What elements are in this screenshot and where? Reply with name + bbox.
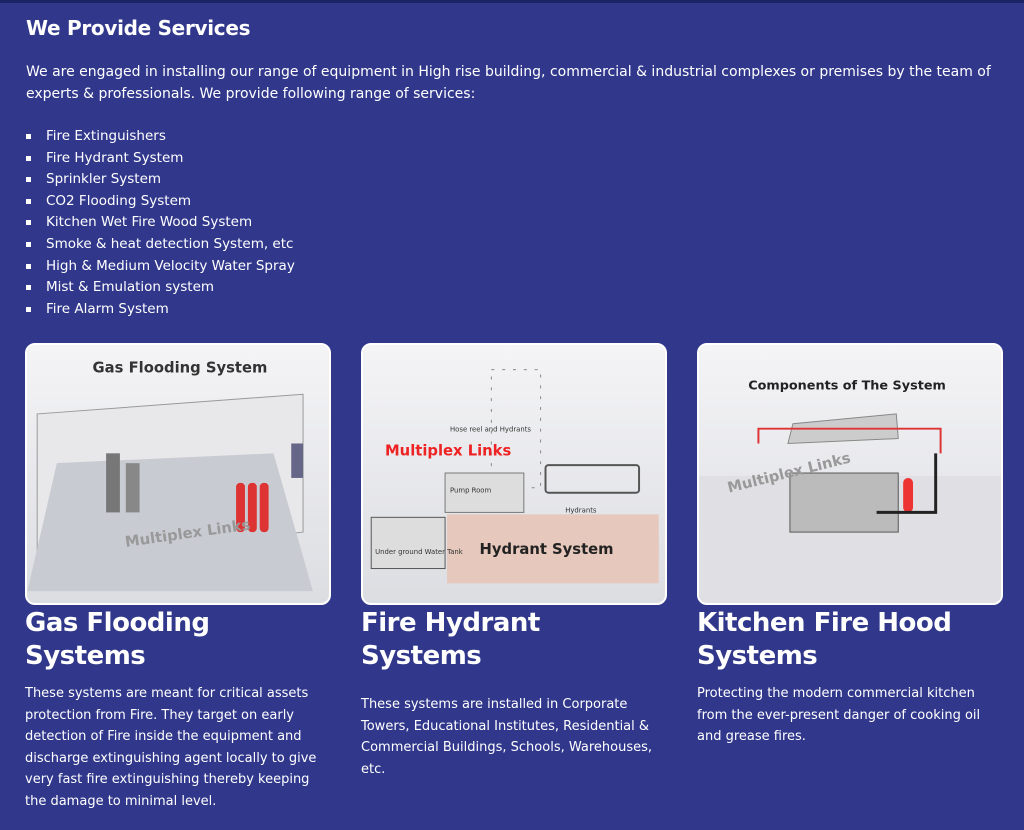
- card-description: These systems are meant for critical ass…: [25, 686, 317, 809]
- services-list: Fire Extinguishers Fire Hydrant System S…: [26, 126, 295, 320]
- service-item: Kitchen Wet Fire Wood System: [26, 212, 295, 234]
- card-description: These systems are installed in Corporate…: [361, 697, 653, 777]
- fire-hydrant-image: Hose reel and Hydrants Multiplex Links P…: [361, 343, 667, 605]
- svg-text:Pump Room: Pump Room: [450, 487, 492, 495]
- intro-text: We are engaged in installing our range o…: [26, 64, 991, 102]
- card-fire-hydrant: Hose reel and Hydrants Multiplex Links P…: [361, 343, 667, 780]
- page-heading: We Provide Services: [26, 16, 251, 40]
- svg-text:Components of The System: Components of The System: [748, 378, 946, 393]
- kitchen-hood-image: Components of The System Multiplex Links: [697, 343, 1003, 605]
- service-item: Mist & Emulation system: [26, 277, 295, 299]
- svg-text:Multiplex Links: Multiplex Links: [385, 442, 511, 459]
- card-kitchen-hood: Components of The System Multiplex Links…: [697, 343, 1003, 748]
- card-description: Protecting the modern commercial kitchen…: [697, 686, 981, 745]
- svg-text:Hydrants: Hydrants: [565, 506, 597, 514]
- card-gas-flooding: Gas Flooding System Multiplex Links Gas …: [25, 343, 331, 813]
- service-item: Fire Hydrant System: [26, 148, 295, 170]
- card-title: Gas Flooding Systems: [25, 608, 210, 671]
- svg-text:Under ground Water Tank: Under ground Water Tank: [375, 548, 463, 556]
- service-item: Smoke & heat detection System, etc: [26, 234, 295, 256]
- service-item: Sprinkler System: [26, 169, 295, 191]
- card-title: Fire Hydrant Systems: [361, 608, 540, 671]
- service-item: CO2 Flooding System: [26, 191, 295, 213]
- service-item: Fire Alarm System: [26, 299, 295, 321]
- svg-text:Hose reel and Hydrants: Hose reel and Hydrants: [450, 426, 531, 434]
- service-item: Fire Extinguishers: [26, 126, 295, 148]
- gas-flooding-image: Gas Flooding System Multiplex Links: [25, 343, 331, 605]
- svg-text:Hydrant System: Hydrant System: [480, 541, 614, 558]
- card-title: Kitchen Fire Hood Systems: [697, 608, 952, 671]
- svg-text:Gas Flooding System: Gas Flooding System: [93, 360, 268, 377]
- service-item: High & Medium Velocity Water Spray: [26, 256, 295, 278]
